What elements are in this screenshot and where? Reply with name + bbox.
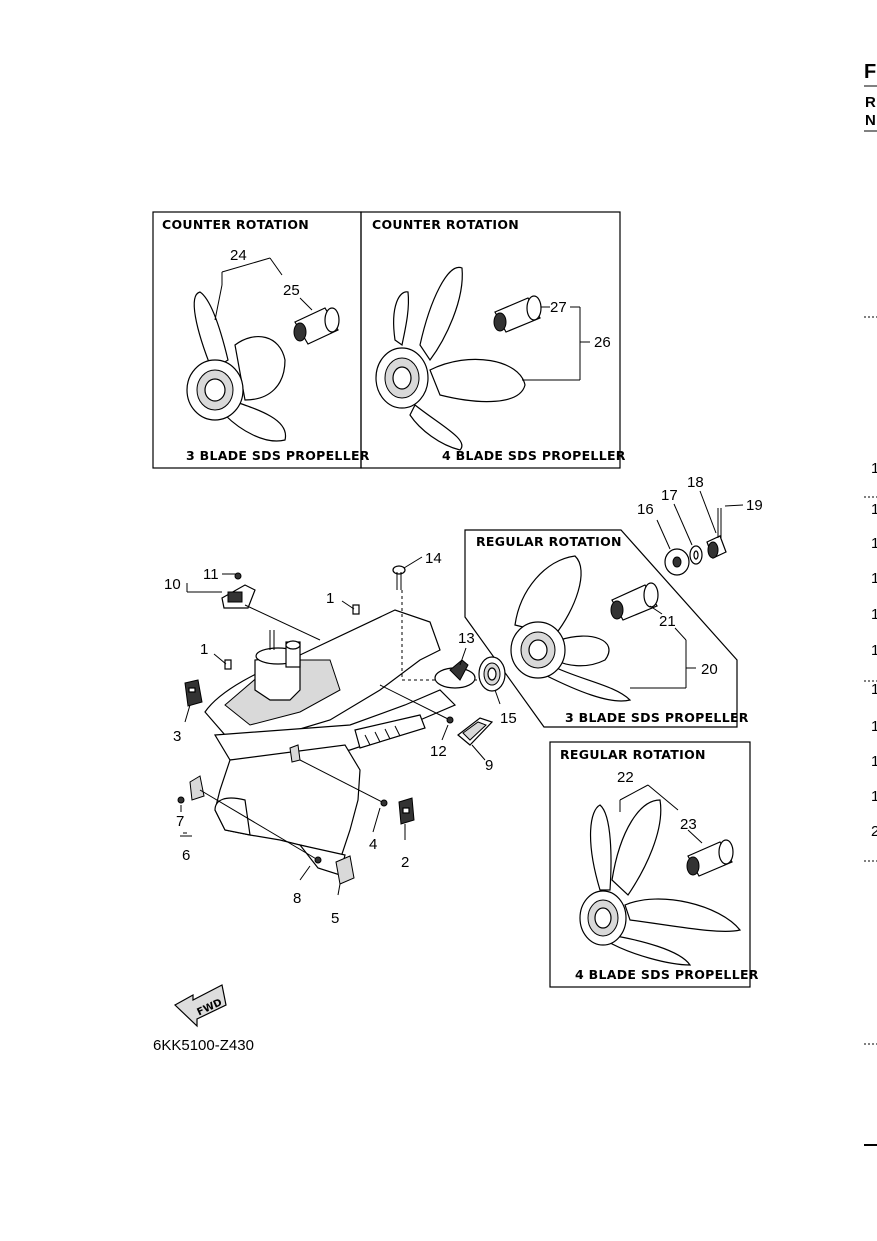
part-label-4: 4 xyxy=(369,836,377,853)
box-caption: 3 BLADE SDS PROPELLER xyxy=(186,448,370,463)
part-label-24: 24 xyxy=(230,247,247,264)
part-label-3: 3 xyxy=(173,728,181,745)
part-4-bolt xyxy=(299,759,388,807)
regular-rotation-4-blade-box: REGULAR ROTATION 4 BLADE SDS PROPELLER 2… xyxy=(549,741,759,988)
part-label-11: 11 xyxy=(203,566,219,583)
part-label-20: 20 xyxy=(701,661,718,678)
lower-unit-gear-case xyxy=(204,590,480,876)
edge-digit: 1 xyxy=(871,606,877,623)
part-label-12: 12 xyxy=(430,743,447,760)
part-15-thrust-washer xyxy=(478,656,506,692)
edge-digit: 2 xyxy=(871,823,877,840)
part-label-22: 22 xyxy=(617,769,634,786)
edge-digit: 1 xyxy=(871,570,877,587)
edge-digit: 1 xyxy=(871,681,877,698)
part-13-plate xyxy=(434,659,476,689)
part-12-bolt xyxy=(379,684,454,724)
edge-digit: 1 xyxy=(871,501,877,518)
part-label-15: 15 xyxy=(500,710,517,727)
propeller-3-blade-regular xyxy=(510,555,632,702)
part-10-cover xyxy=(221,572,256,609)
part-label-25: 25 xyxy=(283,282,300,299)
part-label-26: 26 xyxy=(594,334,611,351)
part-label-2: 2 xyxy=(401,854,409,871)
part-label-18: 18 xyxy=(687,474,704,491)
part-label-13: 13 xyxy=(458,630,475,647)
part-label-27: 27 xyxy=(550,299,567,316)
counter-rotation-4-blade-box: COUNTER ROTATION 4 BLADE SDS PROPELLER 2… xyxy=(360,211,626,469)
box-title: REGULAR ROTATION xyxy=(476,534,622,549)
part-label-7: 7 xyxy=(176,813,184,830)
spline-washer-25 xyxy=(293,307,340,345)
part-label-19: 19 xyxy=(746,497,763,514)
propeller-4-blade-counter xyxy=(375,266,526,451)
propeller-hardware-16-19: 16 17 18 19 xyxy=(637,474,763,576)
part-label-10: 10 xyxy=(164,576,181,593)
spline-washer-21 xyxy=(610,582,659,621)
edge-digit: 1 xyxy=(871,788,877,805)
edge-digit: 1 xyxy=(871,535,877,552)
box-title: COUNTER ROTATION xyxy=(162,217,309,232)
part-9-plate xyxy=(457,717,494,746)
propeller-4-blade-regular xyxy=(579,799,742,966)
part-2-cover xyxy=(398,797,415,825)
part-label-5: 5 xyxy=(331,910,339,927)
spline-washer-23 xyxy=(686,839,734,877)
box-caption: 4 BLADE SDS PROPELLER xyxy=(442,448,626,463)
edge-digit: 1 xyxy=(871,718,877,735)
part-label-9: 9 xyxy=(485,757,493,774)
part-14-bolt xyxy=(392,565,406,590)
propeller-3-blade-counter xyxy=(186,291,287,442)
part-label-17: 17 xyxy=(661,487,678,504)
edge-digit: 1 xyxy=(871,460,877,477)
part-1-pin-top xyxy=(352,604,360,615)
edge-digit: 1 xyxy=(871,642,877,659)
part-label-1-top: 1 xyxy=(326,590,334,607)
part-5-anode xyxy=(335,855,355,885)
box-caption: 4 BLADE SDS PROPELLER xyxy=(575,967,759,982)
part-label-6: 6 xyxy=(182,847,190,864)
spline-washer-27 xyxy=(493,295,542,333)
counter-rotation-3-blade-box: COUNTER ROTATION 3 BLADE SDS PROPELLER 2… xyxy=(152,211,370,469)
part-3-cover xyxy=(184,679,203,707)
part-label-23: 23 xyxy=(680,816,697,833)
box-title: REGULAR ROTATION xyxy=(560,747,706,762)
edge-letter-top: F xyxy=(864,61,876,83)
part-label-21: 21 xyxy=(659,613,676,630)
box-title: COUNTER ROTATION xyxy=(372,217,519,232)
regular-rotation-3-blade-box: REGULAR ROTATION 3 BLADE SDS PROPELLER 2… xyxy=(464,529,749,728)
part-label-8: 8 xyxy=(293,890,301,907)
part-label-1-left: 1 xyxy=(200,641,208,658)
part-label-14: 14 xyxy=(425,550,442,567)
forward-arrow-icon: FWD xyxy=(173,984,227,1028)
part-8-bolt xyxy=(199,789,322,864)
edge-letter-row2: R xyxy=(865,94,876,111)
part-6-anode xyxy=(177,775,205,804)
part-label-16: 16 xyxy=(637,501,654,518)
edge-digit: 1 xyxy=(871,753,877,770)
diagram-code: 6KK5100-Z430 xyxy=(153,1037,254,1054)
part-1-pin-left xyxy=(224,659,232,670)
box-caption: 3 BLADE SDS PROPELLER xyxy=(565,710,749,725)
edge-letter-row3: N xyxy=(865,112,876,129)
